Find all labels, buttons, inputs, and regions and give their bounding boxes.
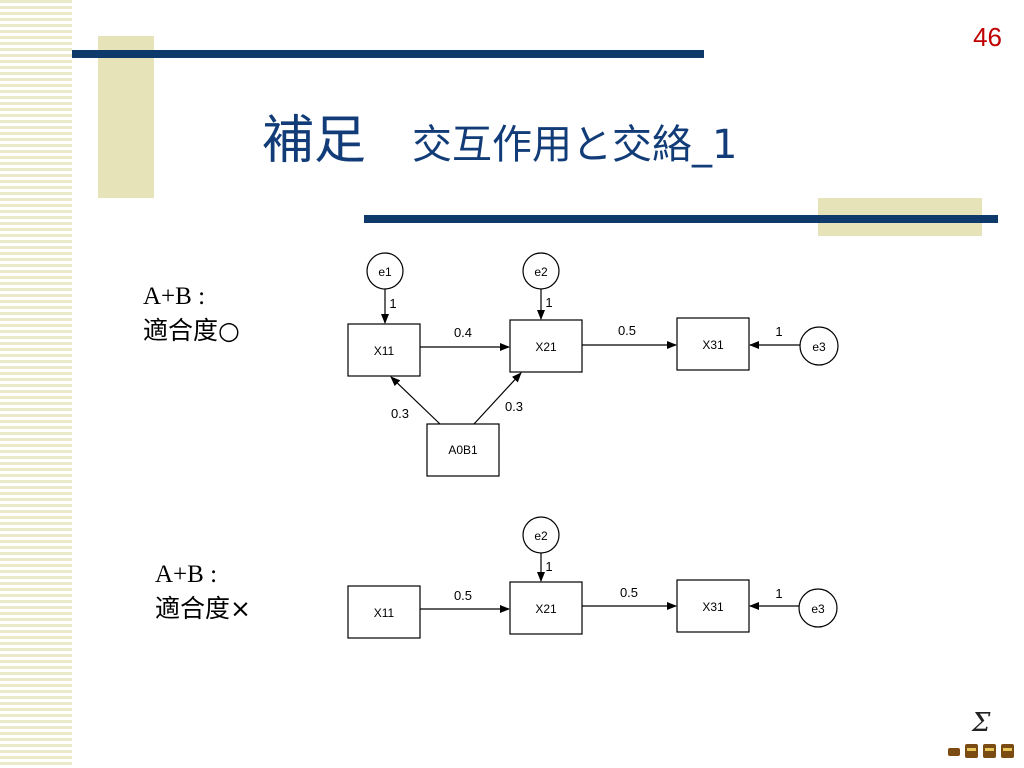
d2-e2-label: e2: [534, 529, 548, 543]
striped-side-decoration: [0, 0, 72, 768]
top-rule: [72, 50, 704, 58]
sigma-logo: Σ: [972, 708, 991, 738]
d1-e2-label: e2: [534, 265, 548, 279]
case1-label: A+B : 適合度○: [143, 280, 240, 348]
d1-e3-circle: [799, 326, 839, 366]
d2-e3-label: e3: [811, 602, 825, 616]
d1-edge-x11-x21-weight: 0.4: [454, 325, 472, 340]
d1-edge-e2-x21-weight: 1: [545, 295, 552, 310]
slide-title: 補足交互作用と交絡_1: [262, 98, 737, 173]
diagram2: [347, 516, 838, 639]
d1-x11-label: X11: [374, 344, 395, 358]
case1-label-fit: 適合度○: [143, 316, 240, 345]
title-main: 補足: [262, 111, 367, 171]
d2-x11-box: [347, 585, 421, 639]
d2-x31-label: X31: [702, 600, 724, 614]
d1-edge-a0b1-x21-weight: 0.3: [505, 399, 523, 414]
d1-x31-box: [676, 317, 750, 371]
d1-edge-e3-x31-weight: 1: [775, 324, 782, 339]
d2-edge-e3-x31-weight: 1: [775, 586, 782, 601]
d1-e1-label: e1: [378, 265, 392, 279]
d2-e3-circle: [798, 588, 838, 628]
d1-arrow-a0b1-x11: [390, 376, 441, 425]
d1-a0b1-box: [426, 423, 500, 477]
case2-label-fit: 適合度×: [155, 594, 251, 623]
d1-edge-x21-x31-weight: 0.5: [618, 323, 636, 338]
footer-logo-icon: [948, 744, 1014, 758]
title-subtitle: 交互作用と交絡_1: [412, 122, 738, 168]
d1-edge-e1-x11-weight: 1: [389, 296, 396, 311]
d1-x21-label: X21: [535, 340, 557, 354]
diagram1: [347, 252, 839, 477]
d2-edge-e2-x21-weight: 1: [545, 559, 552, 574]
d1-arrow-a0b1-x21: [473, 372, 522, 425]
d1-x31-label: X31: [702, 338, 724, 352]
page-number: 46: [973, 22, 1002, 52]
bottom-rule: [364, 215, 998, 223]
d2-x31-box: [676, 579, 750, 633]
case2-label: A+B : 適合度×: [155, 558, 251, 626]
d2-x21-label: X21: [535, 602, 557, 616]
top-accent-block: [98, 36, 154, 198]
d1-e3-label: e3: [812, 340, 826, 354]
d2-edge-x11-x21-weight: 0.5: [454, 588, 472, 603]
d2-x11-label: X11: [374, 606, 395, 620]
case2-label-formula: A+B :: [155, 561, 218, 588]
case1-label-formula: A+B :: [143, 283, 206, 310]
d2-x21-box: [509, 581, 583, 635]
d2-edge-x21-x31-weight: 0.5: [620, 585, 638, 600]
d1-x11-box: [347, 323, 421, 377]
d1-edge-a0b1-x11-weight: 0.3: [391, 406, 409, 421]
d1-a0b1-label: A0B1: [448, 443, 478, 457]
d1-x21-box: [509, 319, 583, 373]
